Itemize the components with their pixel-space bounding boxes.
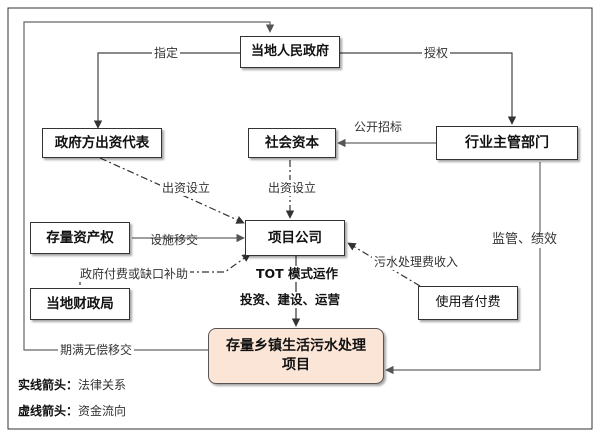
legend-dashed: 虚线箭头：资金流向	[18, 402, 126, 419]
arrow-supervision	[385, 162, 541, 375]
label-designate: 指定	[152, 45, 181, 61]
label-public-bidding: 公开招标	[354, 120, 403, 134]
node-gov-investor: 政府方出资代表	[42, 128, 162, 158]
outer-frame	[7, 7, 593, 430]
legend-solid-key: 实线箭头：	[18, 378, 79, 392]
node-social-capital: 社会资本	[248, 128, 336, 158]
node-existing-assets: 存量资产权	[30, 222, 130, 254]
legend-dashed-key: 虚线箭头：	[18, 404, 79, 418]
node-project-company: 项目公司	[245, 220, 345, 256]
node-industry-dept: 行业主管部门	[436, 126, 578, 160]
arrow-designate	[93, 52, 240, 129]
arrow-authorize	[340, 52, 517, 125]
legend-solid-value: 法律关系	[78, 378, 127, 392]
label-free-transfer: 期满无偿移交	[58, 342, 135, 358]
label-capital-left: 出资设立	[160, 180, 213, 196]
label-subsidy: 政府付费或缺口补助	[78, 266, 191, 282]
label-facility-transfer: 设施移交	[150, 233, 199, 247]
target-project-label: 存量乡镇生活污水处理项目	[226, 338, 366, 373]
node-target-project: 存量乡镇生活污水处理项目	[208, 328, 384, 384]
label-authorize: 授权	[422, 45, 451, 61]
node-finance-bureau: 当地财政局	[30, 288, 130, 320]
label-sewage-fee: 污水处理费收入	[372, 254, 461, 270]
label-capital-mid: 出资设立	[266, 180, 319, 196]
legend-dashed-value: 资金流向	[78, 404, 127, 418]
node-user-payment: 使用者付费	[418, 286, 518, 320]
label-tot-mode: TOT 模式运作	[254, 266, 341, 282]
node-local-government: 当地人民政府	[240, 36, 340, 68]
label-invest-build-operate: 投资、建设、运营	[238, 292, 343, 308]
label-supervision: 监管、绩效	[490, 232, 560, 248]
legend-solid: 实线箭头：法律关系	[18, 376, 126, 393]
